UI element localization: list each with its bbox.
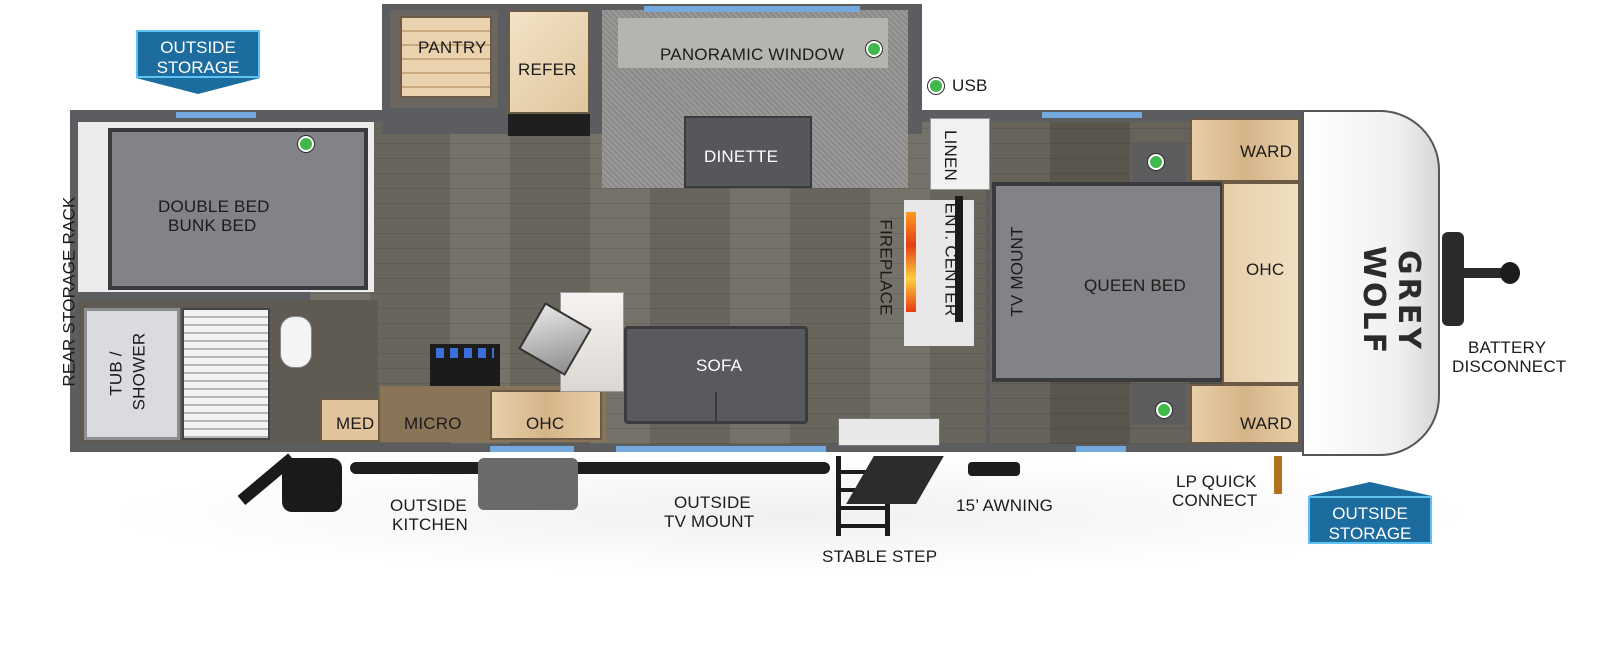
tub-label-1: TUB /	[106, 351, 126, 396]
front-cap	[1302, 110, 1440, 456]
tub-label-2: SHOWER	[129, 332, 149, 411]
sofa-label: SOFA	[696, 356, 743, 375]
kitchen-window	[490, 446, 574, 452]
hitch-coupler	[1500, 262, 1520, 284]
refer-base	[508, 114, 590, 136]
rear-storage-rack-label: REAR STORAGE RACK	[59, 196, 79, 387]
awning-label: 15’ AWNING	[956, 496, 1054, 515]
ohc-cabinet	[490, 390, 602, 440]
ward-bottom-label: WARD	[1240, 414, 1293, 433]
rear-rack-box	[282, 458, 342, 512]
hitch-jack	[1442, 232, 1464, 326]
outside-tv-label-2: TV MOUNT	[664, 512, 755, 531]
usb-legend-dot	[928, 78, 944, 94]
ohc-front-cabinet	[1222, 182, 1300, 384]
fireplace-glow	[906, 212, 916, 312]
outside-tv-label-1: OUTSIDE	[674, 493, 751, 512]
lp-connect-label-1: LP QUICK	[1176, 472, 1257, 491]
grey-wolf-logo: GREY WOLF	[1356, 245, 1426, 357]
tv-mount-label: TV MOUNT	[1007, 226, 1027, 317]
badge-line1: OUTSIDE	[1332, 504, 1408, 523]
badge-box	[1308, 496, 1432, 544]
linen-closet	[930, 118, 990, 190]
double-bed-label-1: DOUBLE BED	[158, 197, 270, 216]
ohc-front-label: OHC	[1246, 260, 1285, 279]
living-window	[616, 446, 826, 452]
panoramic-window-label: PANORAMIC WINDOW	[660, 45, 845, 64]
usb-dot-nightstand-top	[1148, 154, 1164, 170]
dinette-bench-back	[618, 18, 888, 68]
stove-burners	[436, 348, 494, 358]
outside-storage-front-badge: OUTSIDE STORAGE	[1308, 482, 1432, 544]
micro-label: MICRO	[404, 414, 462, 433]
ent-center-label: ENT. CENTER	[941, 202, 961, 317]
badge-arrow-up	[1308, 482, 1432, 496]
double-bed-label-2: BUNK BED	[168, 216, 257, 235]
ward-top-label: WARD	[1240, 142, 1293, 161]
usb-dot-dinette	[866, 41, 882, 57]
tub-shower	[84, 308, 180, 440]
sofa-cushion-line	[715, 392, 717, 422]
linen-label: LINEN	[941, 129, 961, 182]
awning-end-arm	[968, 462, 1020, 476]
ohc-kitchen-label: OHC	[526, 414, 565, 433]
bunk-window	[176, 112, 256, 118]
panoramic-window-glass	[644, 6, 860, 12]
outside-kitchen-label-1: OUTSIDE	[390, 496, 467, 515]
entry-door-sink	[838, 418, 940, 446]
med-label: MED	[336, 414, 375, 433]
outside-storage-rear-badge: OUTSIDE STORAGE	[136, 30, 260, 94]
dinette-table	[684, 116, 812, 188]
outside-kitchen-unit	[478, 458, 578, 510]
shower-stall	[182, 308, 270, 440]
stable-step-label: STABLE STEP	[822, 547, 938, 566]
refer-unit	[508, 10, 590, 114]
badge-line1: OUTSIDE	[160, 38, 236, 57]
bedroom-window-top	[1042, 112, 1142, 118]
pantry-shelves	[400, 16, 492, 98]
dinette-label: DINETTE	[704, 147, 779, 166]
badge-arrow	[136, 78, 260, 94]
badge-line2: STORAGE	[1328, 524, 1412, 543]
usb-label: USB	[952, 76, 988, 95]
hitch-tongue	[1462, 268, 1518, 278]
lp-connect-label-2: CONNECT	[1172, 491, 1258, 510]
badge-box	[136, 30, 260, 78]
outside-kitchen-label-2: KITCHEN	[392, 515, 469, 534]
refer-label: REFER	[518, 60, 577, 79]
toilet	[280, 316, 312, 368]
ward-bottom-cabinet	[1190, 384, 1300, 444]
usb-dot-nightstand-bottom	[1156, 402, 1172, 418]
lp-connect-hose	[1274, 456, 1282, 494]
badge-line2: STORAGE	[156, 58, 240, 77]
fireplace-label: FIREPLACE	[876, 219, 896, 316]
usb-dot-bunk	[298, 136, 314, 152]
battery-label-2: DISCONNECT	[1452, 357, 1567, 376]
tv-panel	[955, 196, 963, 322]
double-bunk-bed	[108, 128, 368, 290]
queen-bed-label: QUEEN BED	[1084, 276, 1186, 295]
battery-label-1: BATTERY	[1468, 338, 1547, 357]
pantry-label: PANTRY	[418, 38, 487, 57]
ward-top-cabinet	[1190, 118, 1300, 182]
bedroom-window-bottom	[1076, 446, 1126, 452]
awning-bar	[350, 462, 830, 474]
med-cabinet	[320, 398, 380, 442]
